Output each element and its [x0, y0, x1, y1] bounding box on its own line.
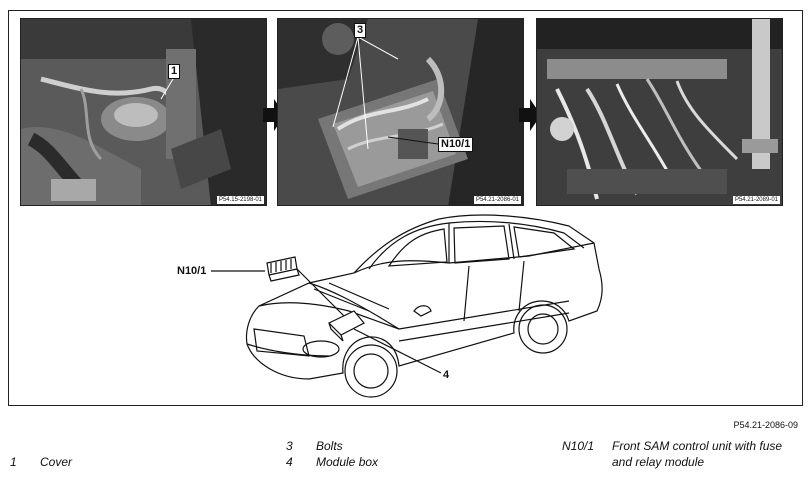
- legend-text: Bolts: [316, 439, 343, 453]
- photo-code: P54.15-2198-01: [216, 196, 264, 204]
- car-line-drawing: [211, 214, 603, 398]
- photo-module-box: 3 N10/1 P54.21-2086-01: [277, 18, 524, 206]
- legend-number: 1: [10, 455, 17, 469]
- arrow-right-icon: [519, 99, 541, 131]
- photo-code: P54.21-2086-01: [473, 196, 521, 204]
- legend-text: Front SAM control unit with fuse: [612, 439, 783, 453]
- photo-code: P54.21-2089-01: [732, 196, 780, 204]
- photo-callout-n10: N10/1: [438, 137, 474, 152]
- photo-control-unit: P54.21-2089-01: [536, 18, 783, 206]
- photo-callout-1: 1: [168, 64, 181, 79]
- legend-text: Module box: [316, 455, 379, 469]
- reference-code: P54.21-2086-09: [733, 420, 798, 430]
- legend-number: N10/1: [562, 439, 595, 453]
- legend-item: N10/1 Front SAM control unit with fuse a…: [562, 438, 807, 472]
- figure-frame: 1 P54.15-2198-01 3 N10/1 P54.21-2086-01: [8, 10, 803, 406]
- legend-number: 4: [286, 455, 293, 469]
- photo-engine-bay: 1 P54.15-2198-01: [20, 18, 267, 206]
- legend-item: 1 Cover: [10, 454, 210, 470]
- legend-text: and relay module: [612, 455, 705, 469]
- drawing-label-n10: N10/1: [177, 265, 207, 277]
- legend-text: Cover: [40, 455, 73, 469]
- legend-item: 4 Module box: [286, 454, 486, 470]
- photo-callout-3: 3: [354, 23, 367, 38]
- legend-item: 3 Bolts: [286, 438, 486, 454]
- legend-number: 3: [286, 439, 293, 453]
- drawing-label-4: 4: [443, 369, 450, 381]
